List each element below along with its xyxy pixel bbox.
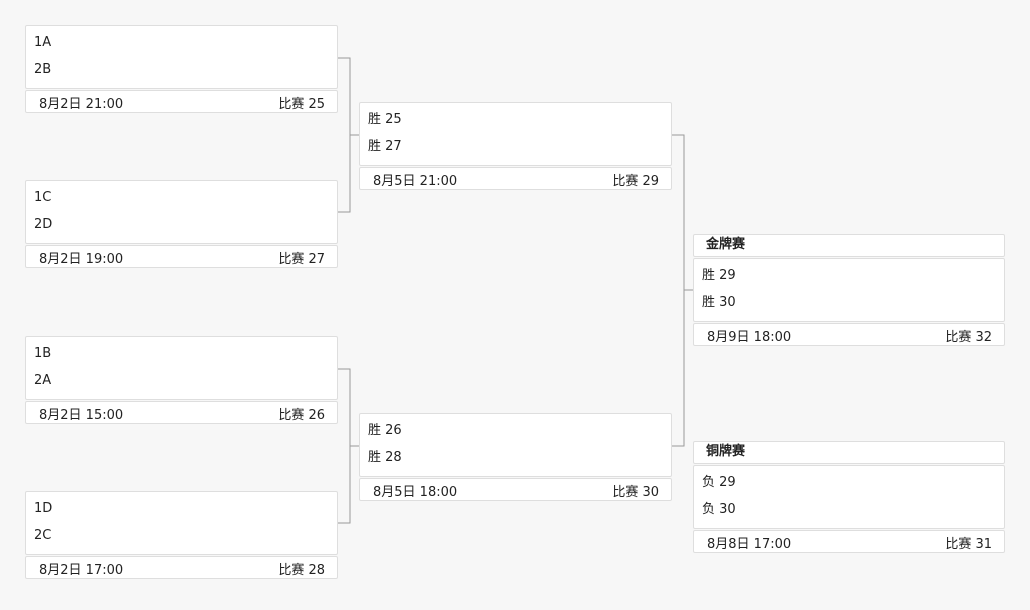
connector-qf1-qf2: [338, 57, 359, 213]
match-teams: 1D 2C: [25, 491, 338, 555]
team-1: 1C: [34, 190, 52, 205]
bronze-medal-title: 铜牌赛: [693, 441, 1005, 464]
team-2: 胜 28: [368, 450, 402, 465]
match-info: 8月2日 17:00 比赛 28: [25, 556, 338, 579]
team-1: 胜 29: [702, 268, 736, 283]
match-number: 比赛 25: [278, 97, 325, 112]
match-28[interactable]: 1D 2C 8月2日 17:00 比赛 28: [25, 491, 338, 579]
team-2: 2B: [34, 62, 52, 77]
match-number: 比赛 32: [945, 330, 992, 345]
team-2: 2D: [34, 217, 53, 232]
match-27[interactable]: 1C 2D 8月2日 19:00 比赛 27: [25, 180, 338, 268]
match-date: 8月9日 18:00: [707, 330, 792, 345]
match-teams: 胜 26 胜 28: [359, 413, 672, 477]
team-1: 负 29: [702, 475, 736, 490]
match-32[interactable]: 胜 29 胜 30 8月9日 18:00 比赛 32: [693, 258, 1005, 346]
match-info: 8月5日 21:00 比赛 29: [359, 167, 672, 190]
match-number: 比赛 27: [278, 252, 325, 267]
match-number: 比赛 28: [278, 563, 325, 578]
match-info: 8月2日 19:00 比赛 27: [25, 245, 338, 268]
match-info: 8月2日 15:00 比赛 26: [25, 401, 338, 424]
match-date: 8月2日 17:00: [39, 563, 124, 578]
match-info: 8月9日 18:00 比赛 32: [693, 323, 1005, 346]
match-number: 比赛 29: [612, 174, 659, 189]
match-date: 8月2日 21:00: [39, 97, 124, 112]
match-number: 比赛 31: [945, 537, 992, 552]
team-2: 2A: [34, 373, 52, 388]
match-25[interactable]: 1A 2B 8月2日 21:00 比赛 25: [25, 25, 338, 113]
team-1: 1B: [34, 346, 52, 361]
team-2: 胜 30: [702, 295, 736, 310]
match-info: 8月5日 18:00 比赛 30: [359, 478, 672, 501]
match-date: 8月5日 21:00: [373, 174, 458, 189]
connector-qf3-qf4: [338, 368, 359, 524]
match-teams: 1A 2B: [25, 25, 338, 89]
match-teams: 负 29 负 30: [693, 465, 1005, 529]
connector-sf-gold: [672, 134, 693, 447]
match-31[interactable]: 负 29 负 30 8月8日 17:00 比赛 31: [693, 465, 1005, 553]
team-1: 胜 25: [368, 112, 402, 127]
match-number: 比赛 30: [612, 485, 659, 500]
team-2: 负 30: [702, 502, 736, 517]
match-date: 8月8日 17:00: [707, 537, 792, 552]
match-info: 8月8日 17:00 比赛 31: [693, 530, 1005, 553]
match-info: 8月2日 21:00 比赛 25: [25, 90, 338, 113]
team-1: 胜 26: [368, 423, 402, 438]
match-teams: 1C 2D: [25, 180, 338, 244]
match-number: 比赛 26: [278, 408, 325, 423]
match-30[interactable]: 胜 26 胜 28 8月5日 18:00 比赛 30: [359, 413, 672, 501]
team-2: 胜 27: [368, 139, 402, 154]
match-date: 8月5日 18:00: [373, 485, 458, 500]
match-date: 8月2日 19:00: [39, 252, 124, 267]
match-teams: 胜 25 胜 27: [359, 102, 672, 166]
match-29[interactable]: 胜 25 胜 27 8月5日 21:00 比赛 29: [359, 102, 672, 190]
team-1: 1A: [34, 35, 52, 50]
match-26[interactable]: 1B 2A 8月2日 15:00 比赛 26: [25, 336, 338, 424]
match-date: 8月2日 15:00: [39, 408, 124, 423]
team-1: 1D: [34, 501, 53, 516]
gold-medal-title: 金牌赛: [693, 234, 1005, 257]
match-teams: 胜 29 胜 30: [693, 258, 1005, 322]
team-2: 2C: [34, 528, 52, 543]
match-teams: 1B 2A: [25, 336, 338, 400]
